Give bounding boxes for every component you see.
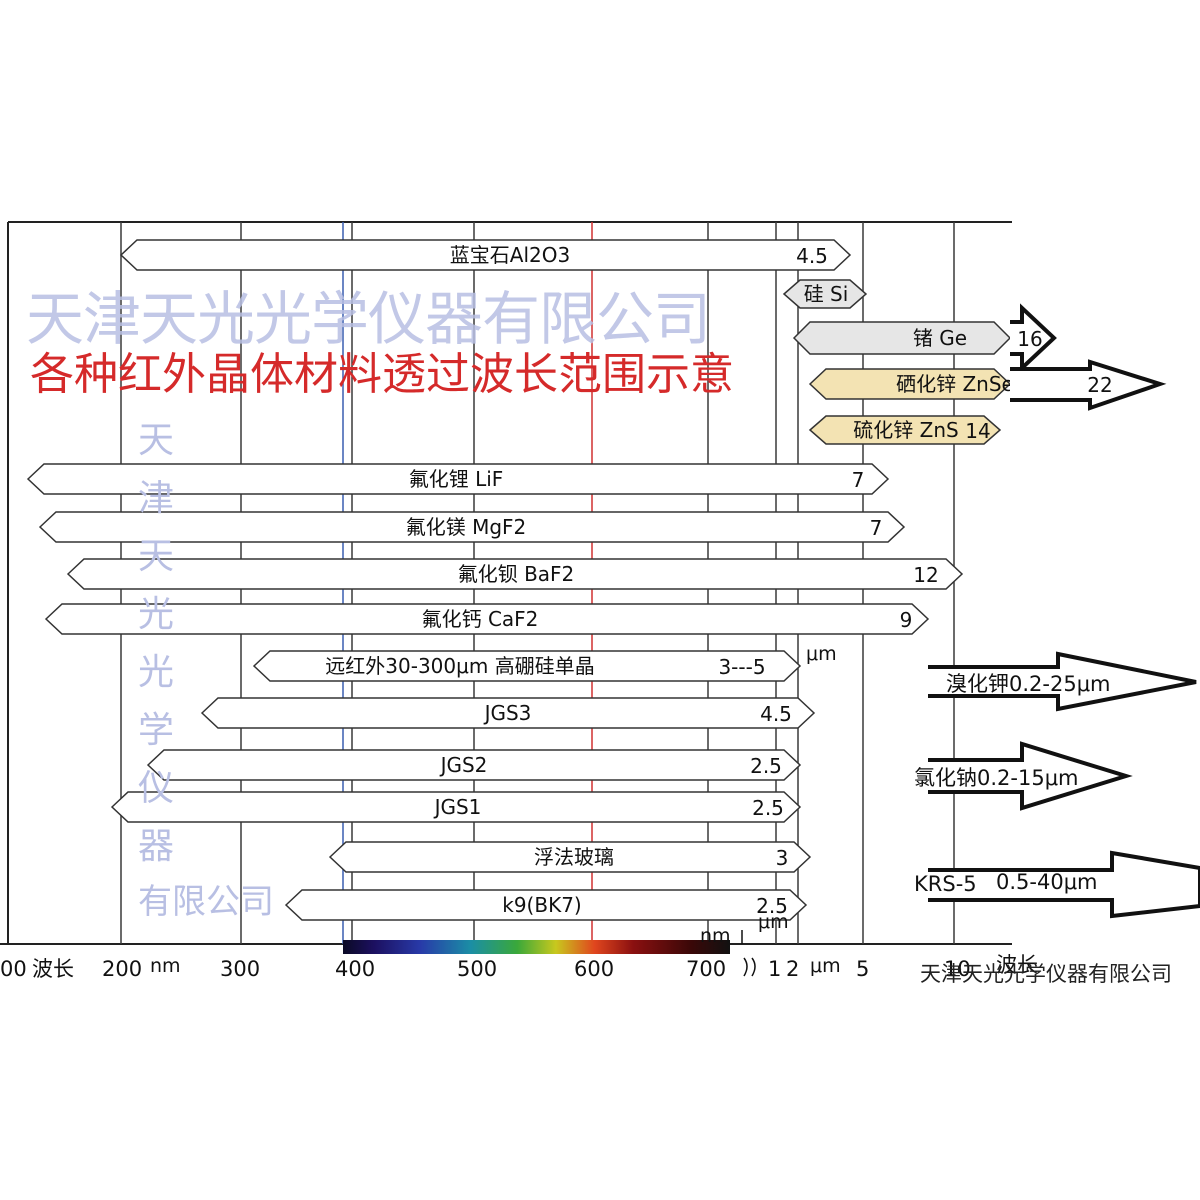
wm-char: 天 [137,536,174,577]
range-bar [782,279,868,309]
range-bar-label: 锗 Ge [913,326,967,350]
nacl-note: 氯化钠0.2-15μm [914,766,1079,790]
range-end-label: 4.5 [760,702,792,726]
range-end-label: 3 [776,846,789,870]
nacl-arrow [928,741,1133,811]
range-bar [110,791,802,823]
range-bar [66,558,964,590]
range-bar-label: 氟化镁 MgF2 [406,515,527,539]
range-bar-label: 硒化锌 ZnSe [896,372,1014,396]
range-bar [284,889,808,921]
footer-company: 天津天光光学仪器有限公司 [920,962,1172,986]
axis-word-right: 波长 [996,953,1038,977]
tick-300: 300 [220,957,260,981]
krs5-note-range: 0.5-40μm [996,870,1098,894]
extension-arrow [1010,303,1057,373]
range-bar-label: 浮法玻璃 [534,845,614,869]
tick-5: 5 [856,957,869,981]
range-bar [38,511,906,543]
tick-500: 500 [457,957,497,981]
range-bar [44,603,930,635]
wm-char: 光 [137,594,174,635]
range-bar-label: 氟化钙 CaF2 [422,607,539,631]
wm-char: 仪 [137,768,174,809]
range-bar [146,749,802,781]
range-bar [200,697,816,729]
um-marker: μm [758,911,789,933]
range-end-label: 2.5 [752,796,784,820]
chart-title: 各种红外晶体材料透过波长范围示意 [30,349,734,400]
side-arrows [928,651,1200,919]
extension-arrow [1010,359,1167,411]
tick-10: 10 [944,957,971,981]
um-label-above: μm [806,643,837,665]
watermark-vertical: 天 津 天 光 光 学 仪 器 [136,412,176,876]
range-bar [119,239,852,271]
watermark-footer: 有限公司 [138,882,274,922]
visible-spectrum-strip [343,940,730,954]
wm-char: 天 [137,420,174,461]
wm-char: 学 [137,710,174,751]
range-bar [26,463,890,495]
range-bar-label: 氟化锂 LiF [409,467,504,491]
watermark-title: 天津天光光学仪器有限公司 [26,285,711,353]
krs5-arrow [928,850,1200,919]
tick-00: 00 [0,957,27,981]
range-bar-label: JGS3 [483,701,532,725]
um-unit-label: μm [810,955,841,977]
range-bar-label: 蓝宝石Al2O3 [450,243,570,267]
nm-marker: nm [700,925,731,947]
tick-400: 400 [335,957,375,981]
range-end-label: 3---5 [718,655,765,679]
range-end-label: 12 [913,563,938,587]
range-end-label: 4.5 [796,244,828,268]
range-end-label: 22 [1087,373,1112,397]
range-end-label: 2.5 [756,894,788,918]
range-end-label: 16 [1017,327,1042,351]
tick-2: 2 [786,957,799,981]
range-bar [328,841,812,873]
krs5-note-name: KRS-5 [914,872,977,896]
range-bar-label: JGS1 [433,795,482,819]
range-bar-label: JGS2 [439,753,488,777]
wm-char: 光 [137,652,174,693]
range-end-label: 7 [870,516,883,540]
range-bar [252,650,802,682]
tick-200: 200 [102,957,142,981]
range-bar [808,415,1002,445]
range-end-label: 14 [965,419,990,443]
range-bar [792,321,1012,355]
axis-word-left: 波长 [32,957,74,981]
range-end-label: 7 [852,468,865,492]
kbr-note: 溴化钾0.2-25μm [946,672,1111,696]
wm-char: 津 [137,478,174,519]
kbr-arrow [928,651,1197,712]
range-end-label: 2.5 [750,754,782,778]
range-bar-label: 远红外30-300μm 高硼硅单晶 [325,654,594,678]
range-bar-label: k9(BK7) [502,893,581,917]
tick-1: 1 [768,957,781,981]
range-end-label: 9 [900,608,913,632]
range-bar-label: 硫化锌 ZnS [853,418,958,442]
tick-700: 700 [686,957,726,981]
wm-char: 器 [137,826,174,867]
axis-break [741,930,756,977]
range-bars: 蓝宝石Al2O3 4.5 硅 Si 锗 Ge 16硒化锌 ZnSe 22 硫化锌 ZnS 14… [26,239,1167,921]
range-bar-label: 氟化钡 BaF2 [458,562,575,586]
nm-unit-label: nm [150,955,181,977]
tick-600: 600 [574,957,614,981]
range-bar-label: 硅 Si [804,282,849,306]
axis-ticks: 00 200 300 400 500 600 700 1 2 5 10 波长 n… [0,643,1038,981]
